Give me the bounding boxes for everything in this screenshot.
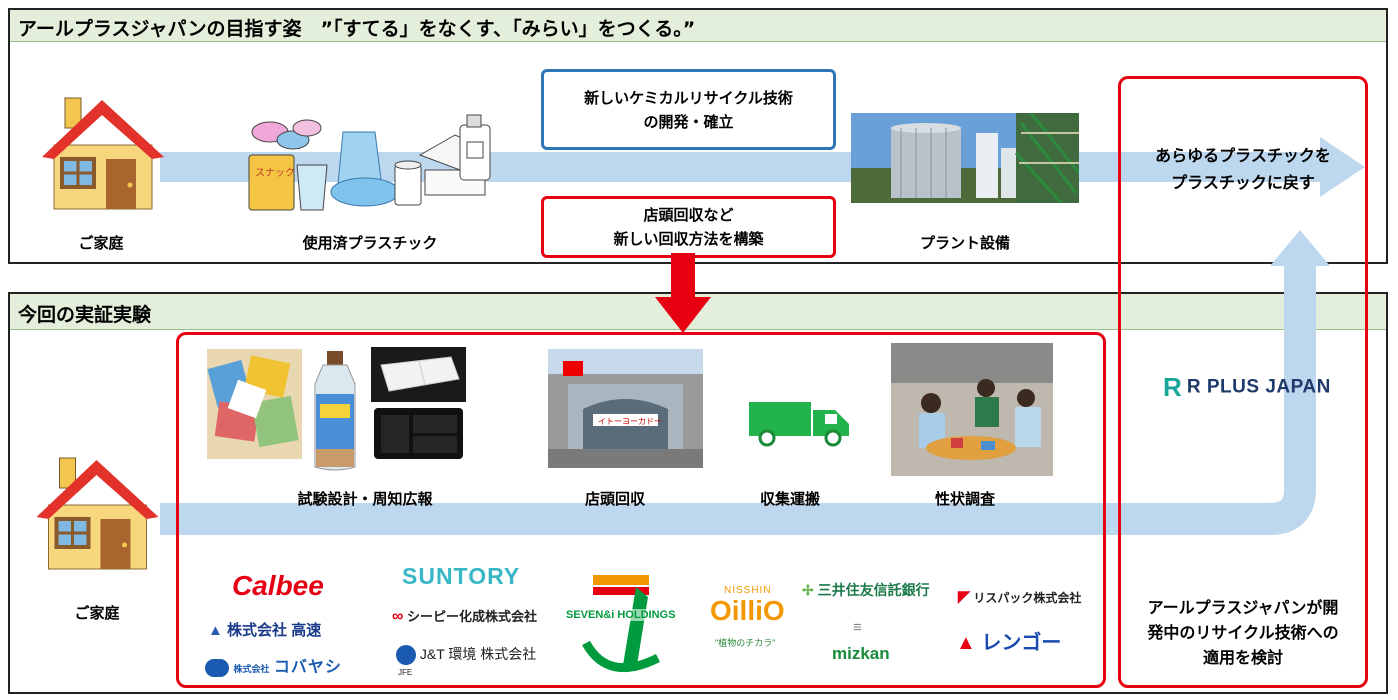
snack-bag-text: スナック bbox=[255, 167, 295, 179]
cobayashi-name: コバヤシ bbox=[273, 659, 342, 676]
truck-icon bbox=[749, 402, 849, 447]
plant-label: プラント設備 bbox=[919, 234, 1010, 252]
plant-photo bbox=[851, 113, 1079, 203]
mizkan-mark-icon: ≡ bbox=[853, 619, 862, 636]
cobayashi-k-icon bbox=[205, 658, 229, 677]
house-icon bbox=[42, 97, 164, 210]
seven-i-name: SEVEN&i HOLDINGS bbox=[566, 609, 676, 621]
collection-method-line2: 新しい回収方法を構築 bbox=[613, 230, 764, 248]
step-label-transport: 収集運搬 bbox=[759, 490, 820, 508]
collection-method-box: 店頭回収など 新しい回収方法を構築 bbox=[541, 196, 836, 258]
down-arrow-icon bbox=[655, 253, 711, 333]
bottom-flow-arrow bbox=[160, 230, 1330, 535]
oil-bottle-photo bbox=[305, 349, 365, 474]
step-label-trial-design: 試験設計・周知広報 bbox=[297, 490, 433, 508]
rengo-triangle-icon: ▲ bbox=[956, 632, 976, 654]
step-label-property-survey: 性状調査 bbox=[934, 490, 995, 508]
rengo-name: レンゴー bbox=[981, 632, 1062, 654]
mitsui-mark-icon: ✢ bbox=[802, 582, 814, 598]
jfe-label: JFE bbox=[398, 668, 413, 677]
seven-i-logo-mark bbox=[582, 575, 661, 673]
rplus-r-icon: R bbox=[1163, 372, 1182, 402]
rplus-description-line1: アールプラスジャパンが開 bbox=[1147, 598, 1339, 617]
jfe-globe-icon bbox=[396, 645, 416, 666]
goal-text-line1: あらゆるプラスチックを bbox=[1155, 146, 1331, 165]
plastic-waste-photo bbox=[207, 349, 302, 459]
cobayashi-logo: 株式会社 コバヤシ bbox=[205, 653, 342, 677]
calbee-logo: Calbee bbox=[232, 570, 324, 601]
chemical-recycling-box: 新しいケミカルリサイクル技術 の開発・確立 bbox=[541, 69, 836, 150]
rengo-logo: ▲ レンゴー bbox=[956, 626, 1061, 655]
cobayashi-prefix: 株式会社 bbox=[233, 664, 270, 674]
rplus-brand-name: R PLUS JAPAN bbox=[1186, 376, 1331, 398]
house-icon bbox=[36, 457, 159, 570]
cpkasei-name: シーピー化成株式会社 bbox=[407, 609, 538, 624]
black-tray-photo bbox=[371, 405, 466, 462]
rispack-name: リスパック株式会社 bbox=[973, 591, 1082, 605]
collection-method-line1: 店頭回収など bbox=[643, 206, 734, 224]
cpkasei-logo: ∞ シーピー化成株式会社 bbox=[392, 606, 537, 626]
cpkasei-icon: ∞ bbox=[392, 608, 404, 625]
goal-text-line2: プラスチックに戻す bbox=[1171, 173, 1315, 193]
chemical-recycling-line1: 新しいケミカルリサイクル技術 bbox=[584, 88, 793, 107]
kousoku-name: 株式会社 高速 bbox=[227, 622, 322, 639]
kousoku-triangle-icon: ▲ bbox=[208, 622, 223, 639]
used-plastic-label: 使用済プラスチック bbox=[302, 234, 438, 252]
rplus-description-line3: 適用を検討 bbox=[1202, 647, 1283, 667]
white-tray-photo bbox=[371, 347, 466, 402]
mitsui-logo: ✢ 三井住友信託銀行 bbox=[802, 580, 930, 600]
jt-name: J&T 環境 株式会社 bbox=[419, 646, 537, 662]
rplus-description: アールプラスジャパンが開 発中のリサイクル技術への 適用を検討 bbox=[1124, 596, 1362, 670]
rispack-logo: ◤ リスパック株式会社 bbox=[958, 589, 1081, 606]
store-photo: イトーヨーカドー bbox=[548, 349, 703, 468]
goal-text: あらゆるプラスチックを プラスチックに戻す bbox=[1128, 142, 1358, 196]
rplus-description-line2: 発中のリサイクル技術への bbox=[1147, 622, 1339, 642]
nisshin-tagline: "植物のチカラ" bbox=[715, 638, 776, 648]
mizkan-logo: mizkan bbox=[832, 644, 890, 663]
home-label-bottom: ご家庭 bbox=[74, 604, 120, 622]
used-plastics-illustration: スナック bbox=[248, 114, 492, 211]
sorting-survey-photo bbox=[891, 343, 1053, 476]
suntory-logo: SUNTORY bbox=[402, 563, 521, 589]
oillio-logo: OilliO bbox=[710, 595, 785, 626]
home-label-top: ご家庭 bbox=[78, 234, 124, 252]
step-label-store-collection: 店頭回収 bbox=[584, 490, 645, 508]
mitsui-name: 三井住友信託銀行 bbox=[817, 582, 930, 598]
kousoku-logo: ▲ 株式会社 高速 bbox=[208, 619, 321, 640]
experiment-frame bbox=[176, 332, 1106, 688]
rplus-logo: R R PLUS JAPAN bbox=[1163, 372, 1331, 403]
nisshin-top: NISSHIN bbox=[724, 585, 772, 596]
rispack-icon: ◤ bbox=[958, 591, 971, 605]
jt-logo: J&T 環境 株式会社 bbox=[396, 644, 537, 666]
rplus-frame bbox=[1118, 76, 1368, 688]
chemical-recycling-line2: の開発・確立 bbox=[643, 112, 734, 131]
vision-panel-title: アールプラスジャパンの目指す姿 ”「すてる」をなくす、「みらい」をつくる。” bbox=[10, 10, 1386, 42]
store-sign-text: イトーヨーカドー bbox=[598, 417, 662, 426]
